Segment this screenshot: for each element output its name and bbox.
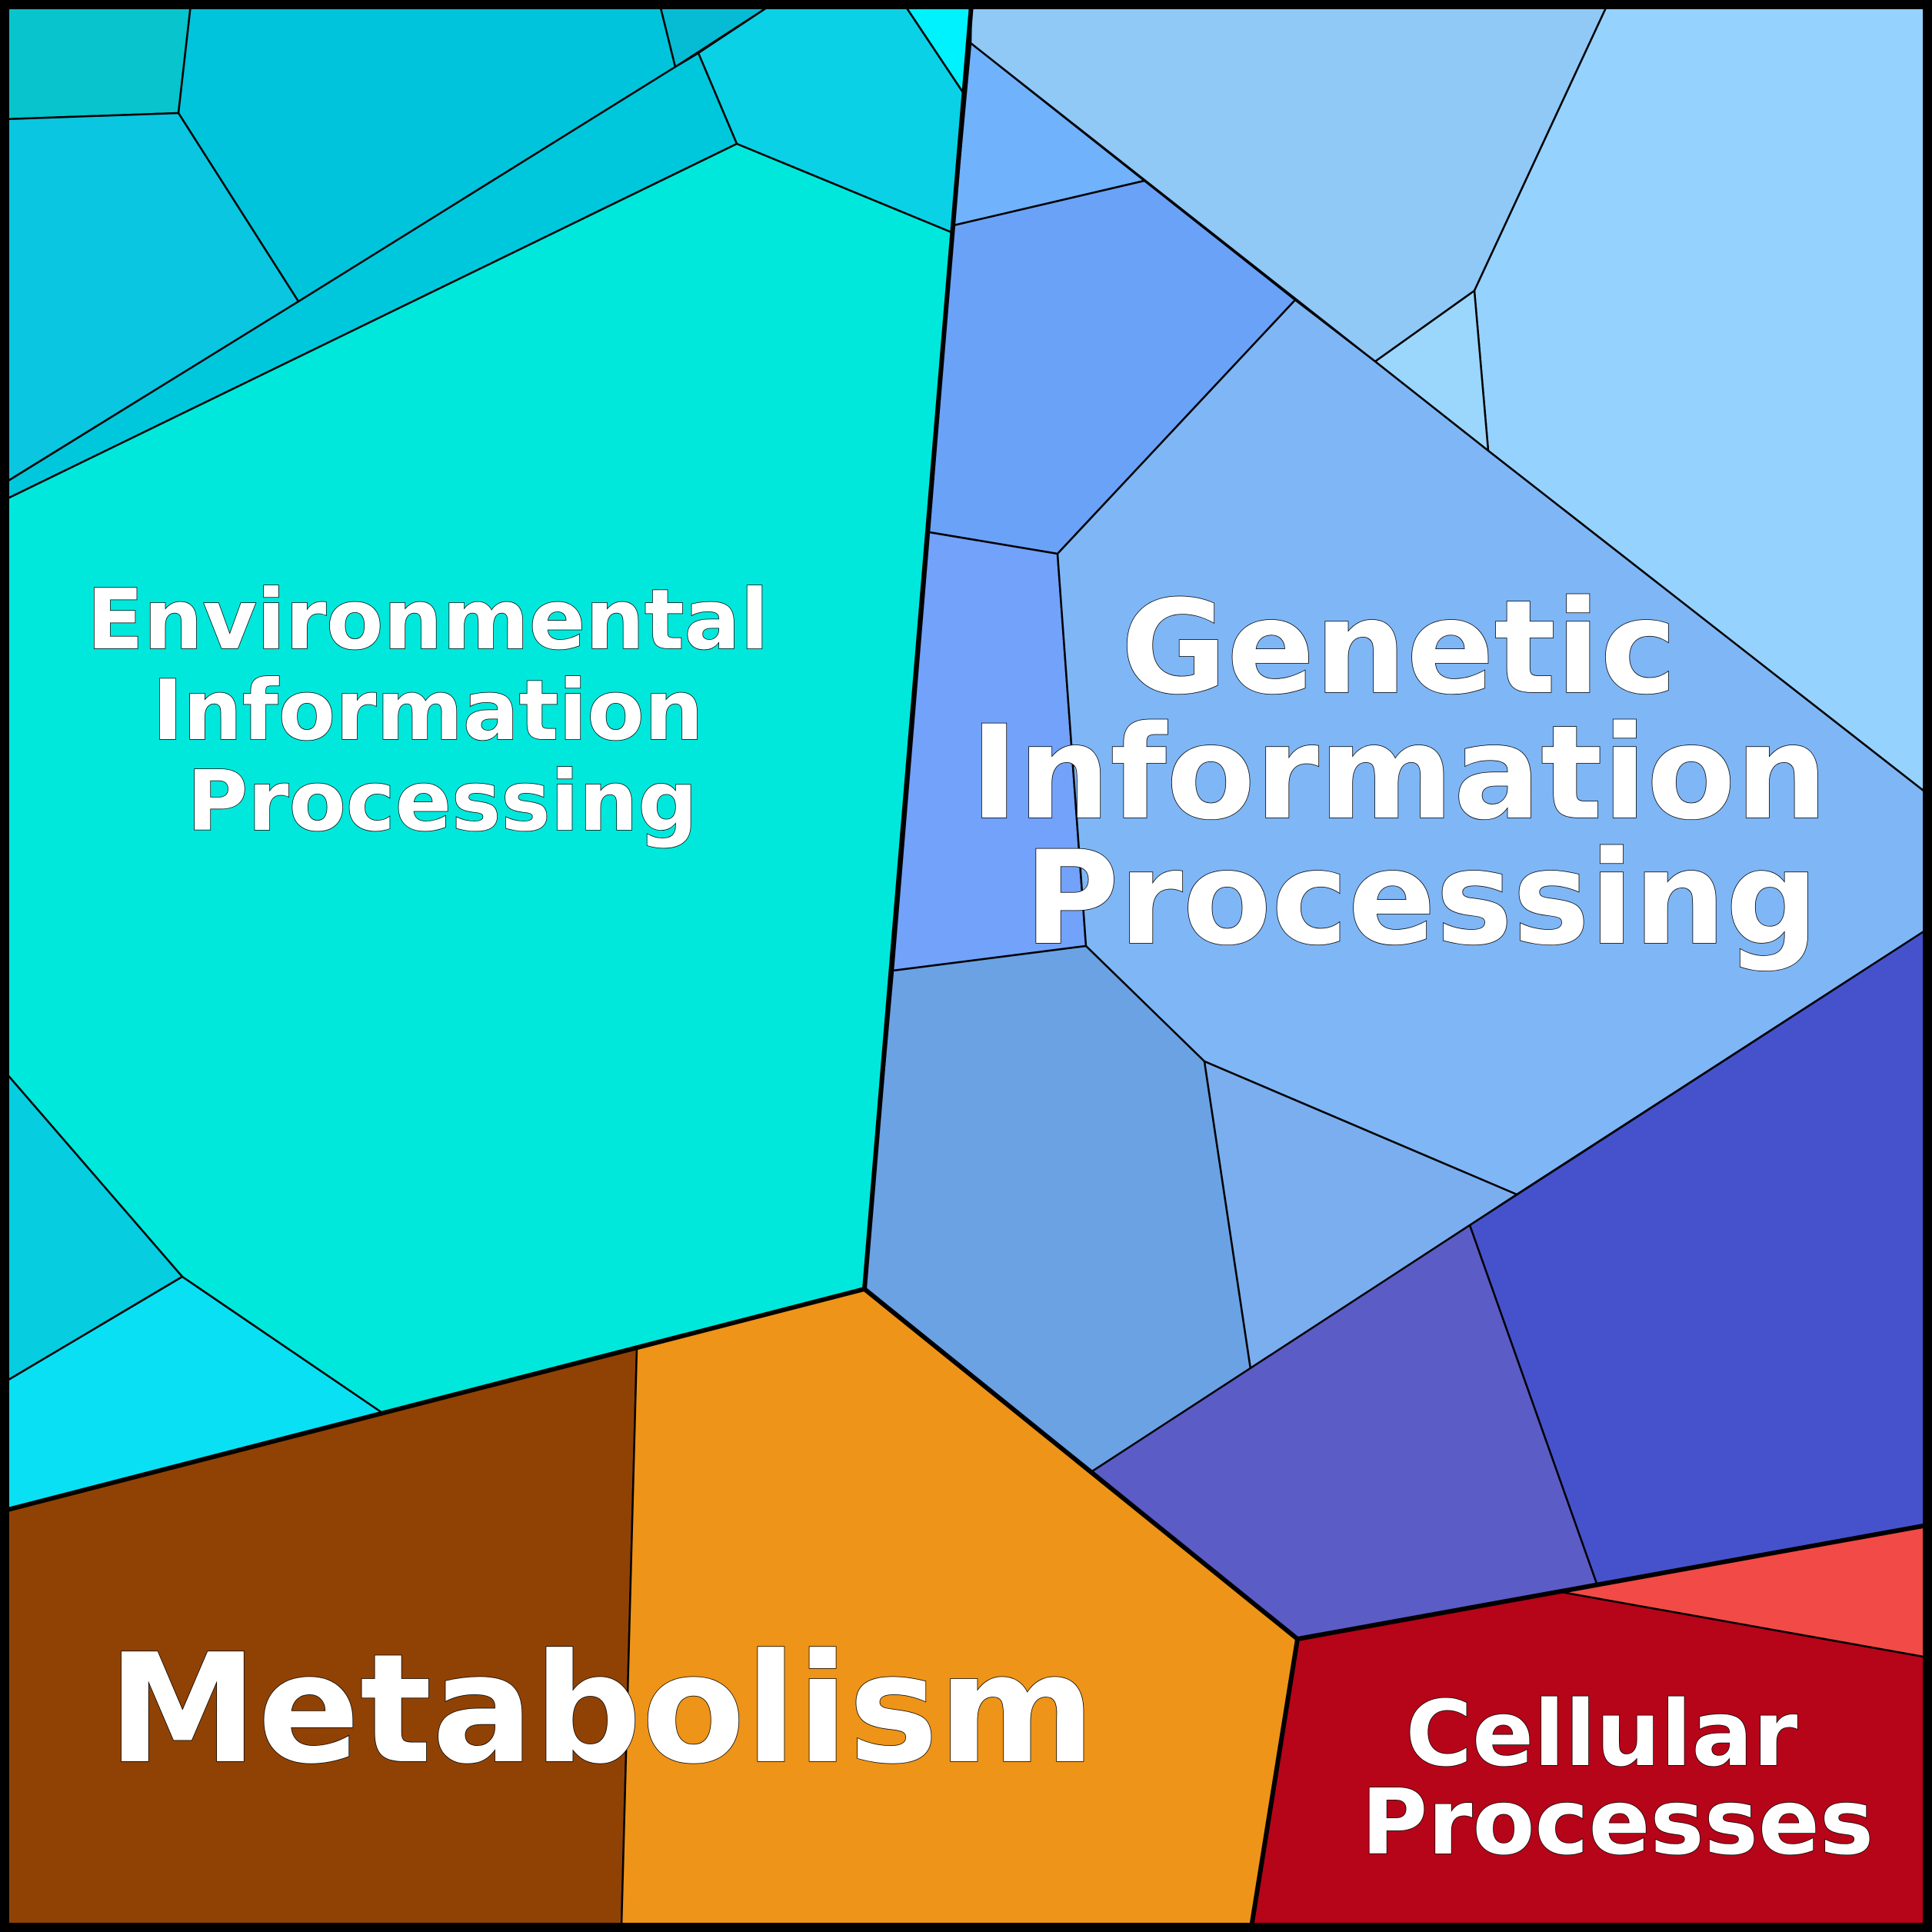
- border-genetic-cellular: [1297, 1523, 1928, 1641]
- label-cellular-line-1: Cellular: [1406, 1681, 1798, 1787]
- cell-env-top-left: [3, 3, 192, 121]
- border-genetic-metabolism: [863, 1287, 1299, 1641]
- label-environmental-line-3: Processing: [187, 754, 698, 850]
- label-cellular-line-2: Processes: [1361, 1769, 1874, 1875]
- group-genetic-cells: [863, 3, 1929, 1641]
- label-metabolism: Metabolism: [108, 1622, 1095, 1797]
- label-environmental-line-2: Information: [152, 663, 704, 759]
- border-metabolism-cellular: [1249, 1638, 1300, 1928]
- label-genetic-line-1: Genetic: [1121, 572, 1677, 723]
- group-borders: [4, 4, 1928, 1928]
- border-environmental-metabolism: [4, 1287, 865, 1513]
- label-metabolism-line-1: Metabolism: [108, 1622, 1095, 1797]
- label-genetic-line-2: Information: [970, 698, 1827, 848]
- label-genetic: Genetic Information Processing: [970, 572, 1872, 974]
- label-genetic-line-3: Processing: [1024, 823, 1818, 974]
- border-environmental-genetic: [862, 4, 974, 1290]
- group-metabolism-cells: [3, 1287, 1299, 1929]
- label-environmental: Environmental Information Processing: [87, 572, 798, 850]
- label-cellular: Cellular Processes: [1361, 1681, 1874, 1875]
- label-environmental-line-1: Environmental: [87, 572, 769, 668]
